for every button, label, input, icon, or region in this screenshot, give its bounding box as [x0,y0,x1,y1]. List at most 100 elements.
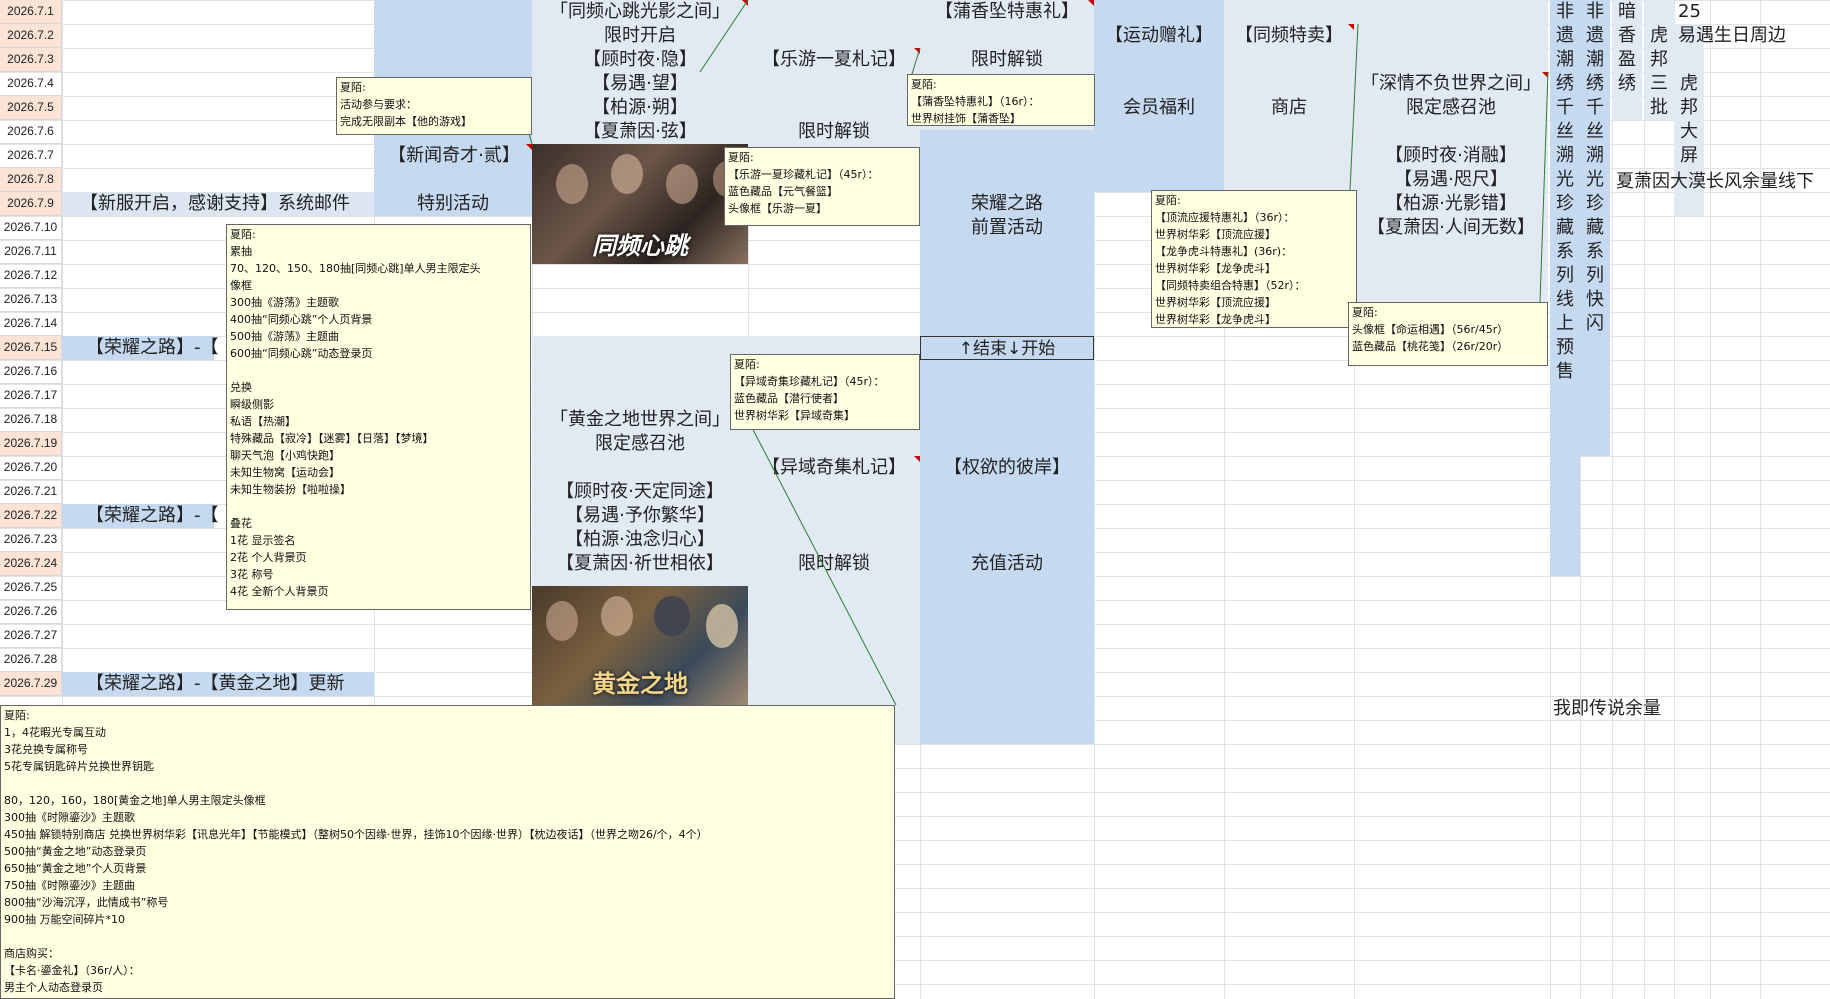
date-cell[interactable]: 2026.7.29 [0,672,62,696]
pool1-line: 「同频心跳光影之间」 [550,1,730,22]
date-cell[interactable]: 2026.7.22 [0,504,62,528]
cell-glory-2[interactable]: 【荣耀之路】-【 [86,505,219,526]
date-cell[interactable]: 2026.7.9 [0,192,62,216]
date-cell[interactable]: 2026.7.17 [0,384,62,408]
comment-marker[interactable] [1542,72,1548,78]
comment-marker[interactable] [914,48,920,54]
date-cell[interactable]: 2026.7.3 [0,48,62,72]
cell-sport[interactable]: 【运动赠礼】 [1105,25,1213,46]
date-cell[interactable]: 2026.7.27 [0,624,62,648]
cell-sync-sale[interactable]: 【同频特卖】 [1235,25,1343,46]
cell-recharge[interactable]: 充值活动 [971,553,1043,574]
glory-pre-line: 荣耀之路 [971,193,1043,214]
pool3-line: 【柏源·光影错】 [1385,193,1517,214]
pool1-line: 【柏源·朔】 [592,97,688,118]
glory-band-1 [62,336,214,360]
cell-unlock-1[interactable]: 限时解锁 [798,121,870,142]
cell-news[interactable]: 【新闻奇才·贰】 [388,145,520,166]
comment-note-7[interactable]: 夏陌: 【异域奇集珍藏札记】（45r）： 蓝色藏品【潜行使者】 世界树华彩【异域… [730,354,920,430]
cell-unlock-2[interactable]: 限时解锁 [798,553,870,574]
col-a-band [1550,0,1580,576]
pool2-line: 【顾时夜·天定同途】 [556,481,724,502]
date-cell[interactable]: 2026.7.10 [0,216,62,240]
comment-marker[interactable] [526,144,532,150]
comment-note-6[interactable]: 夏陌: 头像框【命运相遇】（56r/45r） 蓝色藏品【桃花笺】（26r/20r… [1348,302,1548,366]
date-cell[interactable]: 2026.7.26 [0,600,62,624]
pool1-line: 限时开启 [604,25,676,46]
comment-marker[interactable] [1088,0,1094,6]
cell-member[interactable]: 会员福利 [1123,97,1195,118]
cell-end-start[interactable]: ↑结束↓开始 [920,336,1094,360]
cell-power[interactable]: 【权欲的彼岸】 [944,457,1070,478]
date-cell[interactable]: 2026.7.16 [0,360,62,384]
pool2-line: 【夏萧因·祈世相依】 [556,553,724,574]
comment-note-8[interactable]: 夏陌: 1，4花暇光专属互动 3花兑换专属称号 5花专属钥匙碎片兑换世界钥匙 8… [0,705,895,999]
date-cell[interactable]: 2026.7.7 [0,144,62,168]
date-cell[interactable]: 2026.7.13 [0,288,62,312]
date-cell[interactable]: 2026.7.4 [0,72,62,96]
promo-image-golden-land: 黄金之地 [532,586,748,706]
pool2-line: 【易遇·予你繁华】 [565,505,715,526]
glory-pre-band [920,130,1094,744]
date-cell[interactable]: 2026.7.5 [0,96,62,120]
date-cell[interactable]: 2026.7.25 [0,576,62,600]
date-cell[interactable]: 2026.7.28 [0,648,62,672]
date-cell[interactable]: 2026.7.21 [0,480,62,504]
comment-marker[interactable] [1348,24,1354,30]
pool3-line: 【顾时夜·消融】 [1385,145,1517,166]
cell-legend-rest[interactable]: 我即传说余量 [1553,698,1661,719]
date-cell[interactable]: 2026.7.8 [0,168,62,192]
pool1-line: 【易遇·望】 [592,73,688,94]
pool1-line: 【顾时夜·隐】 [583,49,697,70]
cell-col-c[interactable]: 暗香盈绣 [1618,1,1636,94]
comment-note-5[interactable]: 夏陌: 【顶流应援特惠礼】（36r）： 世界树华彩【顶流应援】 【龙争虎斗特惠礼… [1151,190,1357,328]
comment-note-4[interactable]: 夏陌: 【蒲香坠特惠礼】（16r）： 世界树挂饰【蒲香坠】 [907,74,1095,126]
pool3-line [1354,120,1548,144]
mail-band [62,192,374,216]
image-caption-heartbeat: 同频心跳 [592,232,688,260]
cell-col-f-top[interactable]: 25 [1678,1,1701,22]
cell-glory-3[interactable]: 【荣耀之路】-【黄金之地】更新 [86,673,345,694]
cell-col-b[interactable]: 非遗潮绣千丝溯光珍藏系列快闪 [1586,1,1604,334]
date-cell[interactable]: 2026.7.23 [0,528,62,552]
col-c-band [1612,0,1642,120]
cell-glory-pre[interactable]: 荣耀之路前置活动 [920,192,1094,240]
cell-col-a[interactable]: 非遗潮绣千丝溯光珍藏系列线上预售 [1556,1,1574,382]
cell-birthday[interactable]: 易遇生日周边 [1678,25,1786,46]
comment-marker[interactable] [742,0,748,6]
cell-glory-1[interactable]: 【荣耀之路】-【 [86,337,219,358]
date-cell[interactable]: 2026.7.1 [0,0,62,24]
date-cell[interactable]: 2026.7.2 [0,24,62,48]
pool1-line: 【夏萧因·弦】 [583,121,697,142]
col-e-band [1674,24,1704,216]
cell-cattail[interactable]: 【蒲香坠特惠礼】 [935,1,1079,22]
date-cell[interactable]: 2026.7.12 [0,264,62,288]
cell-pool1[interactable]: 「同频心跳光影之间」限时开启【顾时夜·隐】【易遇·望】【柏源·朔】【夏萧因·弦】 [532,0,748,144]
image-caption-golden: 黄金之地 [592,670,688,698]
comment-note-1[interactable]: 夏陌: 活动参与要求： 完成无限副本【他的游戏】 [336,77,532,135]
date-cell[interactable]: 2026.7.11 [0,240,62,264]
date-cell[interactable]: 2026.7.19 [0,432,62,456]
cell-col-e[interactable]: 虎邦大屏 [1680,73,1698,166]
date-cell[interactable]: 2026.7.20 [0,456,62,480]
date-cell[interactable]: 2026.7.15 [0,336,62,360]
cell-summer-record[interactable]: 【乐游一夏札记】 [762,49,906,70]
cell-pool3[interactable]: 「深情不负世界之间」限定感召池【顾时夜·消融】【易遇·咫尺】【柏源·光影错】【夏… [1354,72,1548,240]
cell-special[interactable]: 特别活动 [417,193,489,214]
comment-note-2[interactable]: 夏陌: 累抽 70、120、150、180抽[同频心跳]单人男主限定头 像框 3… [226,224,531,610]
cell-xiao-wind[interactable]: 夏萧因大漠长风余量线下 [1616,171,1814,192]
cell-mail[interactable]: 【新服开启，感谢支持】系统邮件 [80,193,350,214]
date-cell[interactable]: 2026.7.24 [0,552,62,576]
cell-exotic-record[interactable]: 【异域奇集札记】 [762,457,906,478]
cell-pool2[interactable]: 「黄金之地世界之间」限定感召池【顾时夜·天定同途】【易遇·予你繁华】【柏源·浊念… [532,408,748,576]
comment-note-3[interactable]: 夏陌: 【乐游一夏珍藏札记】（45r）： 蓝色藏品【元气餐篮】 头像框【乐游一夏… [724,147,920,226]
pool3-line: 【夏萧因·人间无数】 [1367,217,1535,238]
cell-col-d[interactable]: 虎邦三批 [1650,25,1668,118]
date-cell[interactable]: 2026.7.18 [0,408,62,432]
date-cell[interactable]: 2026.7.14 [0,312,62,336]
cell-unlock-3[interactable]: 限时解锁 [971,49,1043,70]
cell-shop[interactable]: 商店 [1271,97,1307,118]
pool2-line [532,456,748,480]
comment-marker[interactable] [914,456,920,462]
date-cell[interactable]: 2026.7.6 [0,120,62,144]
